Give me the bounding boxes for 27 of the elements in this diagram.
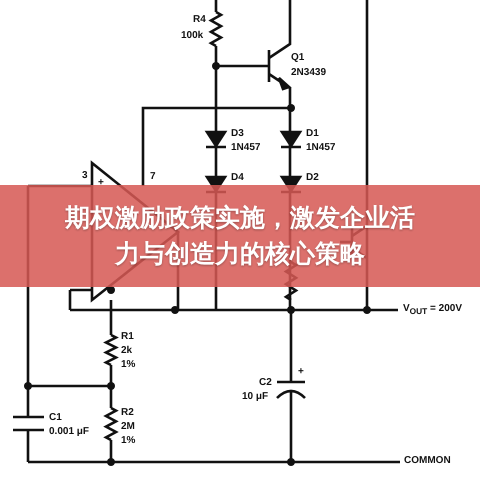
value-label: 100k (181, 30, 204, 42)
ground-label: COMMON (404, 455, 451, 467)
part-label: D2 (306, 172, 319, 184)
title: 期权激励政策实施，激发企业活力与创造力的核心策略 (65, 202, 415, 270)
pin-number: 7 (150, 171, 156, 183)
part-number: 1N457 (231, 142, 260, 154)
value-label: 2k (121, 345, 132, 357)
part-label: D3 (231, 128, 244, 140)
tolerance-label: 1% (121, 435, 136, 447)
polarity-mark: + (98, 177, 104, 189)
pin-number: 3 (82, 170, 88, 182)
polarity-mark: + (298, 366, 304, 378)
part-label: R1 (121, 331, 134, 343)
value-label: 0.001 μF (49, 426, 90, 438)
tolerance-label: 1% (121, 359, 136, 371)
part-label: R2 (121, 407, 134, 419)
part-label: D4 (231, 172, 244, 184)
value-label: 10 μF (242, 391, 268, 403)
part-label: R4 (193, 14, 206, 26)
output-label: V$_{OUT}$ = 200V (403, 303, 462, 317)
part-label: D1 (306, 128, 319, 140)
part-number: 2N3439 (291, 67, 326, 79)
part-label: C2 (259, 377, 272, 389)
part-label: Q1 (291, 52, 304, 64)
value-label: 2M (121, 421, 135, 433)
part-label: C1 (49, 412, 62, 424)
part-number: 1N457 (306, 142, 336, 154)
